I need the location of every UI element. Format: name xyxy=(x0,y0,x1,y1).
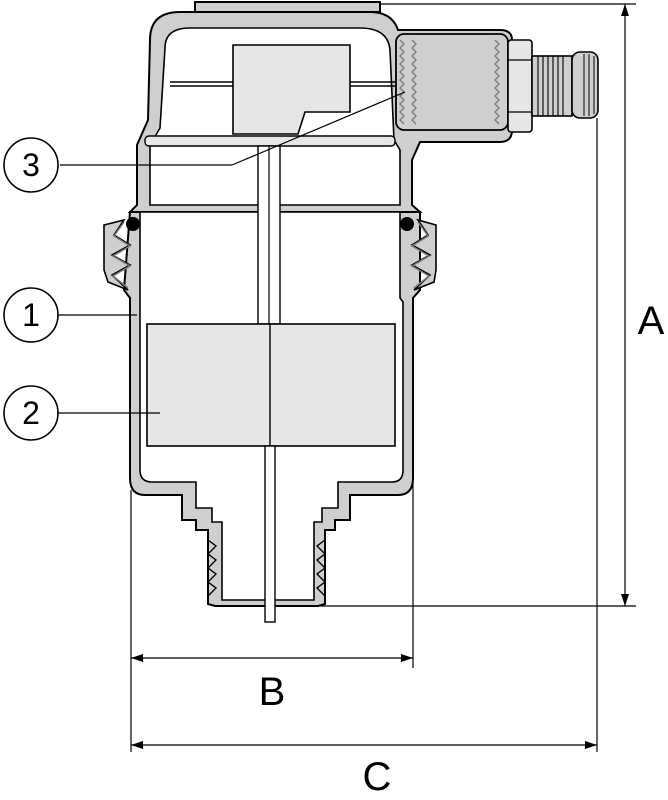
dim-b-arrow-right xyxy=(401,654,413,662)
callout-3: 3 xyxy=(3,137,59,193)
lever-block xyxy=(232,44,351,135)
valve-stem xyxy=(531,55,573,117)
float-body xyxy=(146,323,396,447)
callout-1-label: 1 xyxy=(22,297,40,333)
dim-c-arrow-right xyxy=(585,741,597,749)
callout-2: 2 xyxy=(3,385,59,441)
dim-b-label: B xyxy=(259,670,286,714)
right-joint-thread-zigzag xyxy=(410,221,431,289)
dim-a-label: A xyxy=(638,299,665,343)
lower-stem xyxy=(264,445,276,623)
dimension-lines xyxy=(130,3,636,752)
dim-a-arrow-bottom xyxy=(621,594,629,606)
dim-c-label: C xyxy=(363,755,392,799)
callout-3-label: 3 xyxy=(22,147,40,183)
left-joint-thread-zigzag xyxy=(111,221,132,289)
left-seal-ring xyxy=(126,217,140,231)
callout-2-circle xyxy=(3,385,59,441)
callout-1: 1 xyxy=(3,287,59,343)
bottom-left-thread xyxy=(206,539,218,597)
callout-2-label: 2 xyxy=(22,395,40,431)
bottom-right-thread xyxy=(315,539,327,597)
side-fitting-threads xyxy=(399,39,500,125)
top-cap xyxy=(194,1,381,13)
callout-leaders xyxy=(58,91,406,414)
dim-a-arrow-top xyxy=(621,4,629,16)
leader-3-b xyxy=(231,91,406,166)
dim-b-arrow-left xyxy=(131,654,143,662)
valve-stem-threads xyxy=(537,56,564,116)
guide-plate xyxy=(144,135,396,147)
left-joint-thread xyxy=(103,218,132,291)
dim-c-arrow-left xyxy=(131,741,143,749)
valve-cap xyxy=(571,51,599,119)
right-joint-thread xyxy=(410,218,437,291)
hex-nut xyxy=(507,39,533,133)
callout-1-circle xyxy=(3,287,59,343)
callout-3-circle xyxy=(3,137,59,193)
valve-cap-knurl xyxy=(583,54,595,116)
right-seal-ring xyxy=(400,217,414,231)
dimension-arrows xyxy=(131,4,629,749)
